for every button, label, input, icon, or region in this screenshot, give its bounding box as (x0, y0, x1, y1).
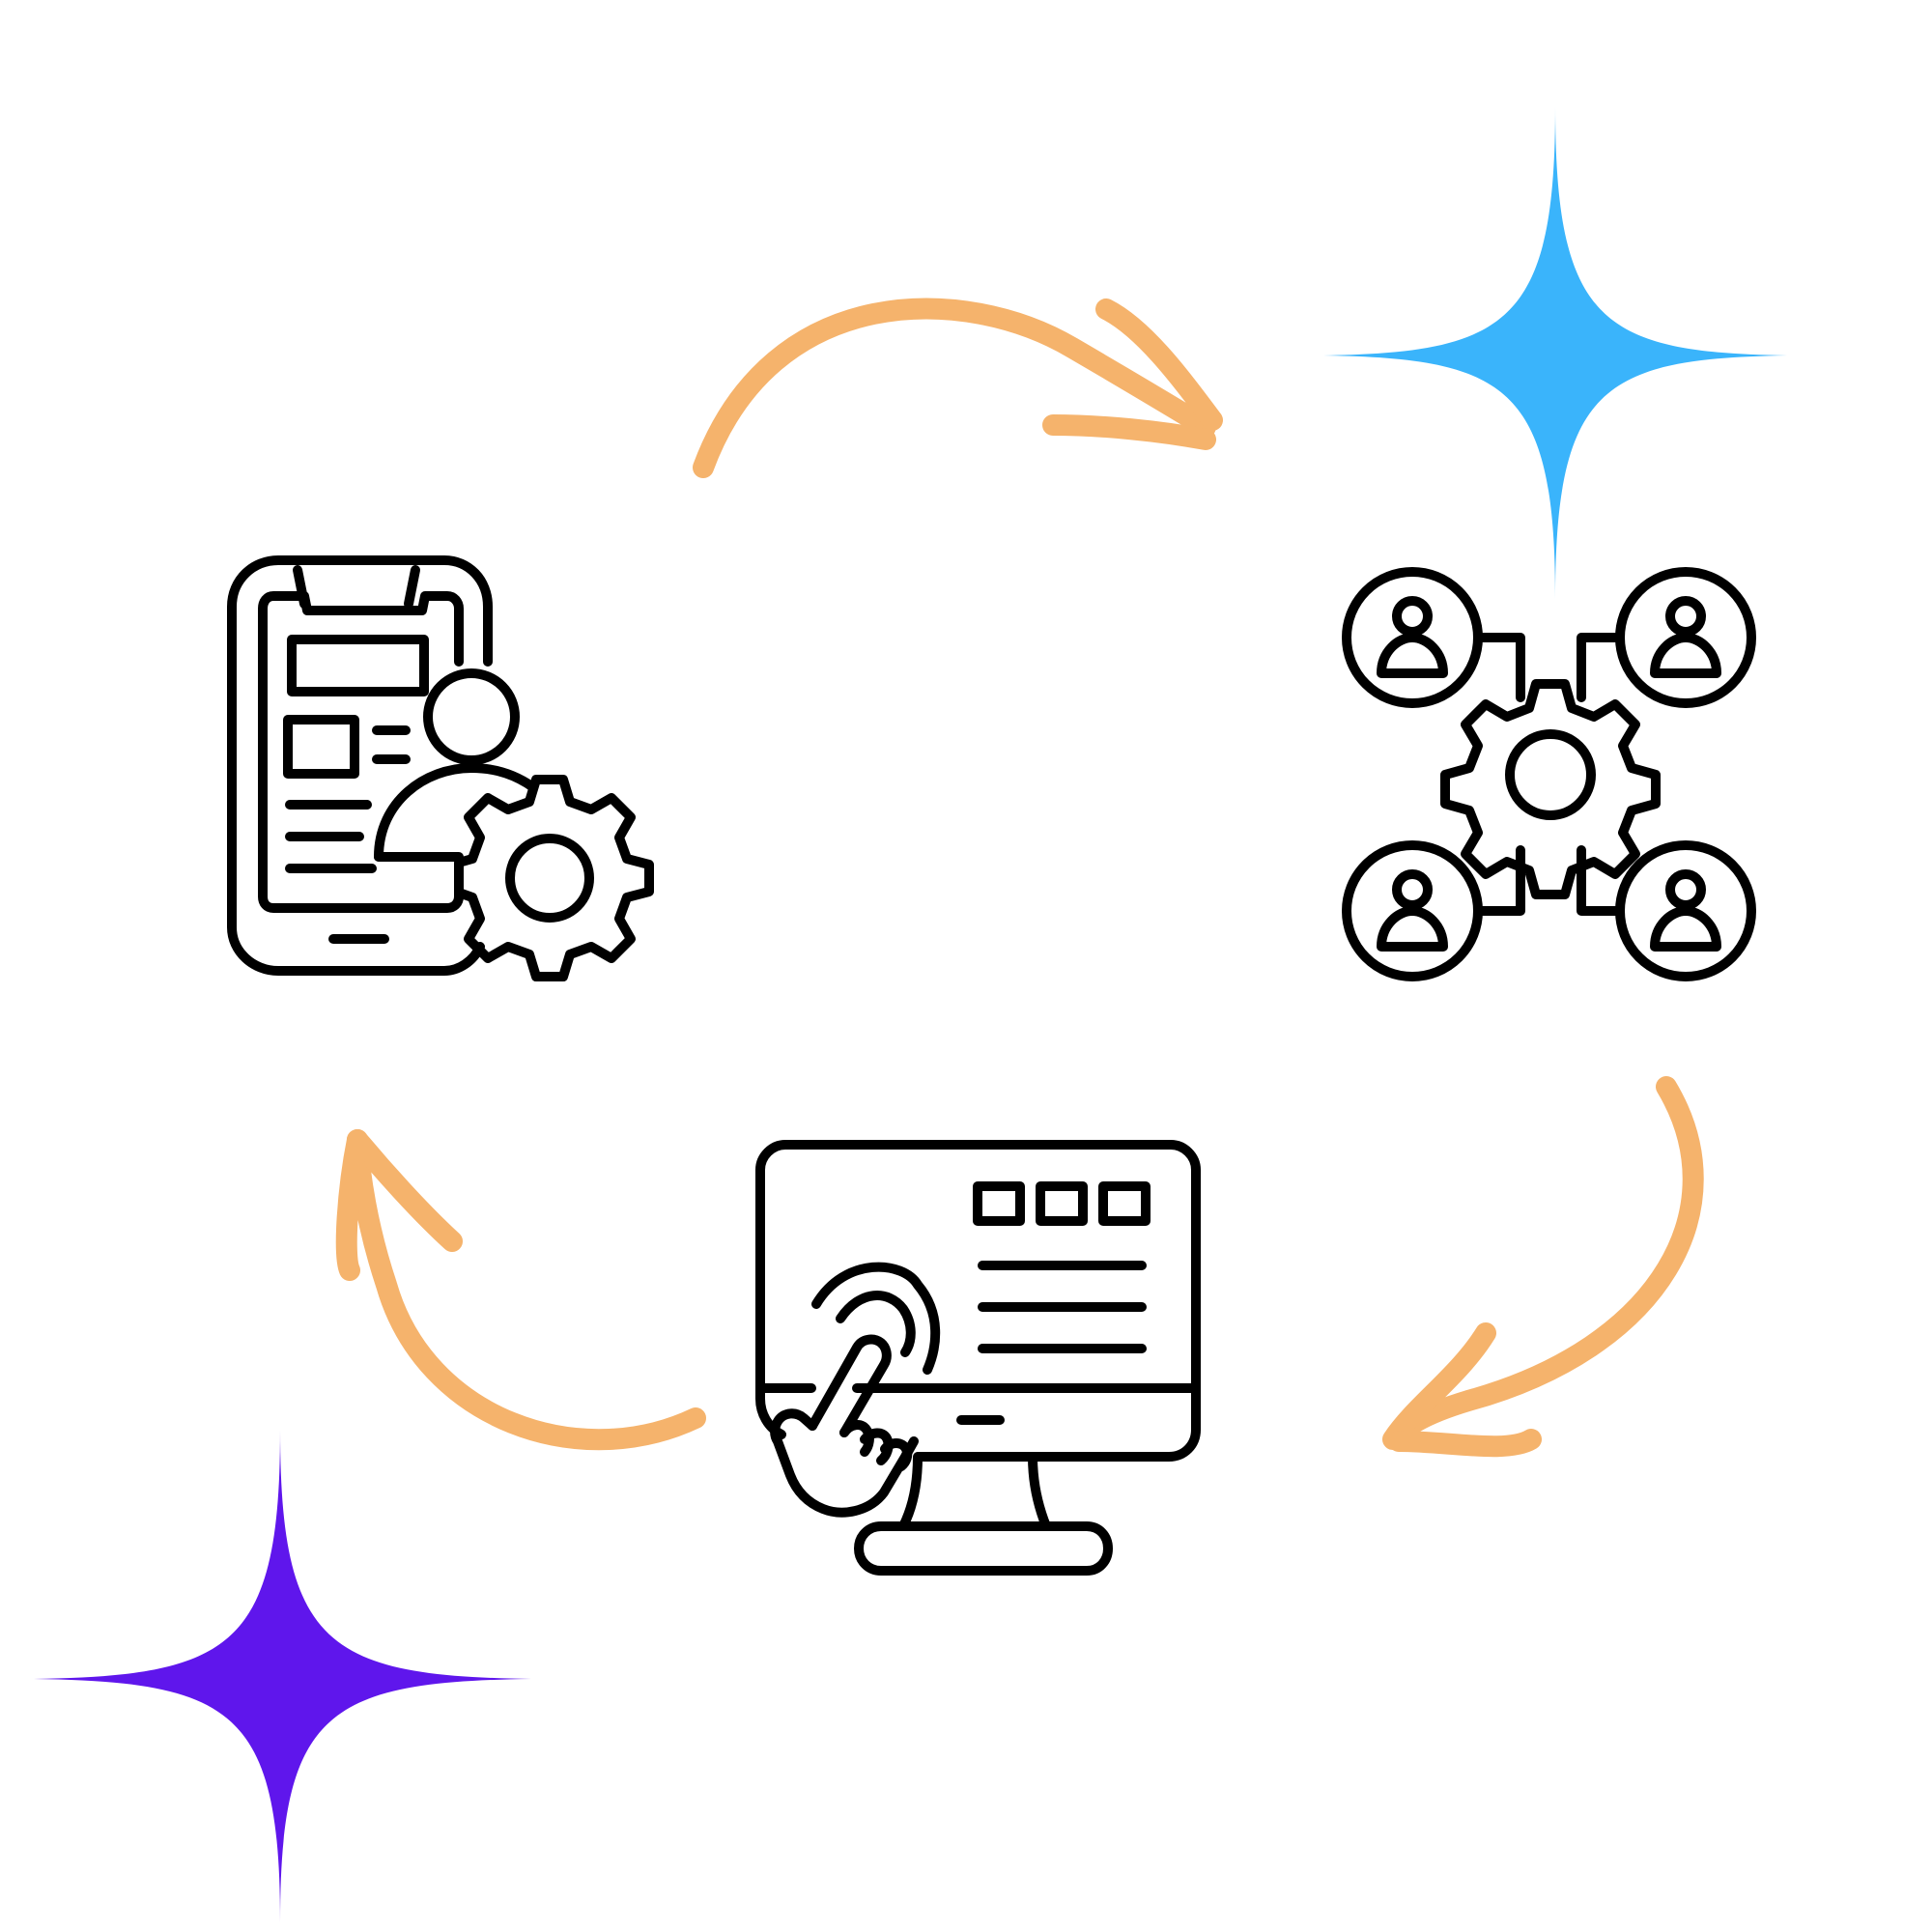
curved-arrow-up-icon (335, 1129, 706, 1451)
curved-arrow-down-left-icon (1382, 1076, 1704, 1458)
desktop-touch-screen-icon (755, 1140, 1201, 1576)
sparkle-star-icon (34, 1430, 531, 1922)
mobile-app-settings-icon (227, 555, 654, 981)
team-network-gear-icon (1342, 567, 1756, 981)
curved-arrow-right-icon (693, 298, 1223, 478)
sparkle-star-icon (1323, 106, 1787, 599)
